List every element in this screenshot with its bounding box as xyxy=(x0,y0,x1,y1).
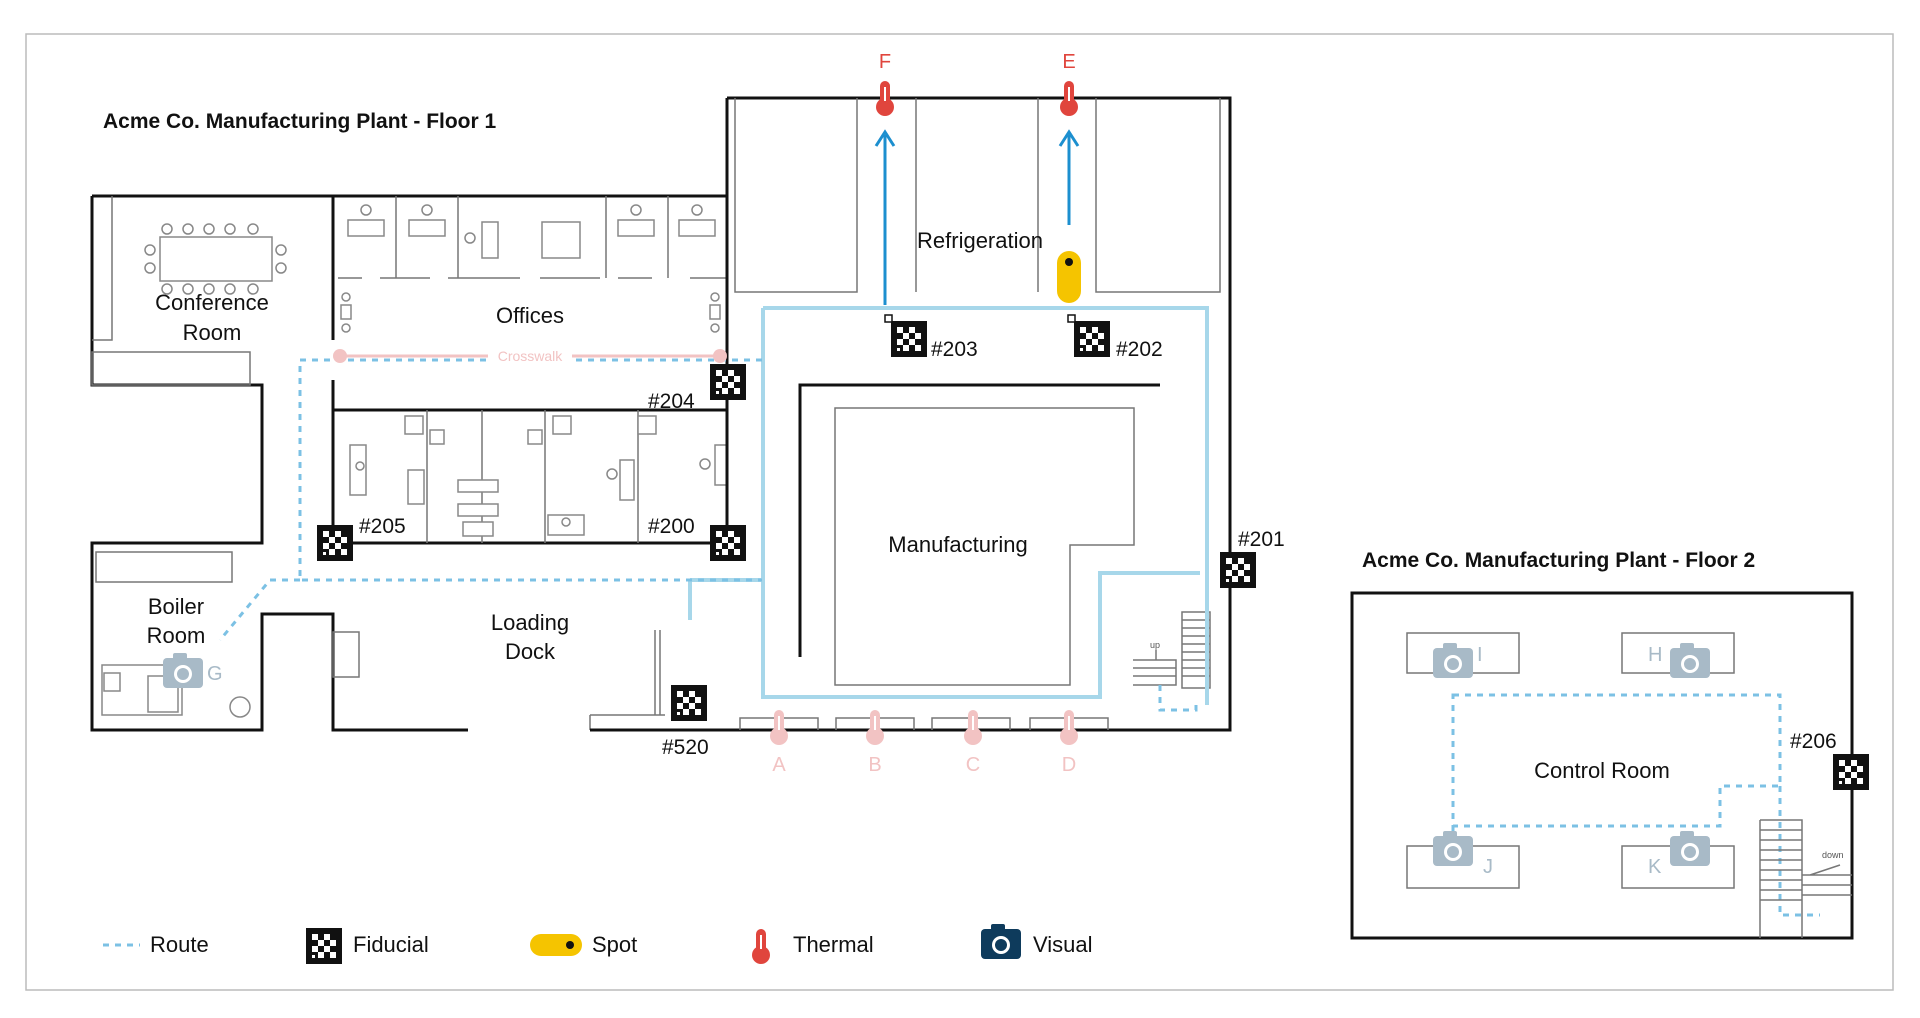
thermal-label-f: F xyxy=(879,51,891,73)
fiducial-icon-200[interactable] xyxy=(710,525,746,561)
manufacturing-area: Manufacturing up xyxy=(798,383,1211,689)
conference-room: Conference Room xyxy=(90,194,333,732)
floor1-stairs-label: up xyxy=(1150,640,1160,650)
visual-marker-k[interactable] xyxy=(1670,831,1710,866)
floor2-plan: Control Room down xyxy=(1350,591,1854,940)
loading-dock-label-2: Dock xyxy=(505,639,556,664)
thermal-marker-d[interactable] xyxy=(1059,709,1079,746)
control-room-label: Control Room xyxy=(1534,758,1670,783)
fiducial-icon-203[interactable] xyxy=(884,314,927,357)
visual-label-k: K xyxy=(1648,856,1662,878)
visual-marker-i[interactable] xyxy=(1433,643,1473,678)
thermal-swatch-icon xyxy=(751,928,771,965)
visual-label-i: I xyxy=(1477,644,1483,666)
fiducial-label-520: #520 xyxy=(662,736,709,759)
fiducial-label-203: #203 xyxy=(931,338,978,361)
dock-bays xyxy=(739,717,1109,730)
thermal-label-e: E xyxy=(1062,51,1075,73)
floor2-stairs: down xyxy=(1759,819,1852,938)
visual-label-g: G xyxy=(207,663,223,685)
thermal-label-a: A xyxy=(772,754,786,776)
boiler-room-label-1: Boiler xyxy=(148,594,204,619)
fiducial-icon-202[interactable] xyxy=(1067,314,1110,357)
thermal-label-c: C xyxy=(966,754,980,776)
visual-label-j: J xyxy=(1483,856,1493,878)
visual-label-h: H xyxy=(1648,644,1662,666)
map-frame xyxy=(25,33,1894,991)
legend-spot-label: Spot xyxy=(592,932,637,957)
boiler-loading-area: Boiler Room Loading Dock xyxy=(90,543,665,732)
refrigeration-area: Refrigeration xyxy=(590,96,1232,732)
thermal-label-d: D xyxy=(1062,754,1076,776)
conference-room-label-1: Conference xyxy=(155,290,269,315)
floor2-title: Acme Co. Manufacturing Plant - Floor 2 xyxy=(1362,549,1755,572)
floor2-stairs-label: down xyxy=(1822,850,1844,860)
floor1-title: Acme Co. Manufacturing Plant - Floor 1 xyxy=(103,110,497,133)
visual-swatch-icon xyxy=(981,924,1021,959)
visual-marker-g[interactable] xyxy=(163,653,203,688)
thermal-marker-b[interactable] xyxy=(865,709,885,746)
legend-fiducial-label: Fiducial xyxy=(353,932,429,957)
fiducial-label-204: #204 xyxy=(648,390,695,413)
manufacturing-label: Manufacturing xyxy=(888,532,1027,557)
fiducial-icon-520[interactable] xyxy=(671,685,707,721)
thermal-marker-a[interactable] xyxy=(769,709,789,746)
route-paths xyxy=(218,129,1209,712)
fiducial-label-206: #206 xyxy=(1790,730,1837,753)
visual-marker-j[interactable] xyxy=(1433,831,1473,866)
legend-fiducial: Fiducial xyxy=(306,928,429,964)
thermal-label-b: B xyxy=(868,754,881,776)
legend-thermal-label: Thermal xyxy=(793,932,874,957)
offices-area: Offices xyxy=(331,194,727,545)
spot-swatch-icon xyxy=(530,934,582,956)
legend-visual: Visual xyxy=(981,924,1093,959)
fiducial-label-202: #202 xyxy=(1116,338,1163,361)
fiducial-icon-201[interactable] xyxy=(1220,552,1256,588)
legend: Route Fiducial Spot Thermal Visual xyxy=(103,924,1093,965)
fiducial-label-205: #205 xyxy=(359,515,406,538)
offices-label: Offices xyxy=(496,303,564,328)
crosswalk: Crosswalk xyxy=(333,346,727,366)
thermal-marker-c[interactable] xyxy=(963,709,983,746)
floor1-stairs: up xyxy=(1133,611,1211,689)
legend-visual-label: Visual xyxy=(1033,932,1093,957)
fiducial-icon-206[interactable] xyxy=(1833,754,1869,790)
legend-spot: Spot xyxy=(530,932,637,957)
fiducial-label-200: #200 xyxy=(648,515,695,538)
legend-route-label: Route xyxy=(150,932,209,957)
fiducial-label-201: #201 xyxy=(1238,528,1285,551)
visual-marker-h[interactable] xyxy=(1670,643,1710,678)
conference-room-label-2: Room xyxy=(183,320,242,345)
refrigeration-label: Refrigeration xyxy=(917,228,1043,253)
route-f-arrow xyxy=(874,129,896,147)
restroom-block xyxy=(349,415,728,537)
legend-route: Route xyxy=(103,932,209,957)
spot-robot-icon[interactable] xyxy=(1057,251,1081,303)
fiducial-icon-204[interactable] xyxy=(710,364,746,400)
loading-dock-label-1: Loading xyxy=(491,610,569,635)
crosswalk-label: Crosswalk xyxy=(498,348,564,364)
legend-thermal: Thermal xyxy=(751,928,874,965)
boiler-room-label-2: Room xyxy=(147,623,206,648)
fiducial-icon-205[interactable] xyxy=(317,525,353,561)
fiducial-swatch-icon xyxy=(306,928,342,964)
route-e-arrow xyxy=(1058,129,1080,147)
